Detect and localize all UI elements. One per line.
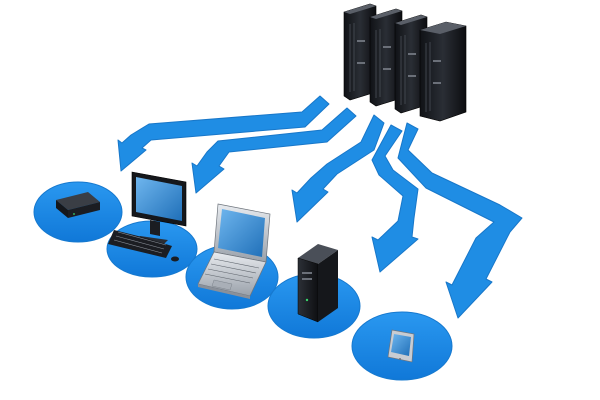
connector-arrow-tower-pc xyxy=(371,124,419,273)
client-node-laptop xyxy=(185,203,279,310)
connector-arrows xyxy=(117,95,523,319)
connector-arrow-desktop-computer xyxy=(191,107,357,194)
client-node-set-top-box xyxy=(33,181,123,243)
tower-pc-icon xyxy=(297,244,338,323)
desktop-computer-icon xyxy=(108,171,187,262)
client-node-desktop-computer xyxy=(106,171,198,278)
smartphone-icon xyxy=(387,329,415,363)
client-node-smartphone xyxy=(351,311,453,381)
server-rack-icon xyxy=(343,3,467,122)
client-node-tower-pc xyxy=(267,244,361,339)
connector-arrow-smartphone xyxy=(397,122,523,319)
connector-arrow-laptop xyxy=(291,114,385,223)
laptop-icon xyxy=(197,203,271,299)
set-top-box-icon xyxy=(56,192,100,218)
connector-arrow-set-top-box xyxy=(117,95,330,172)
